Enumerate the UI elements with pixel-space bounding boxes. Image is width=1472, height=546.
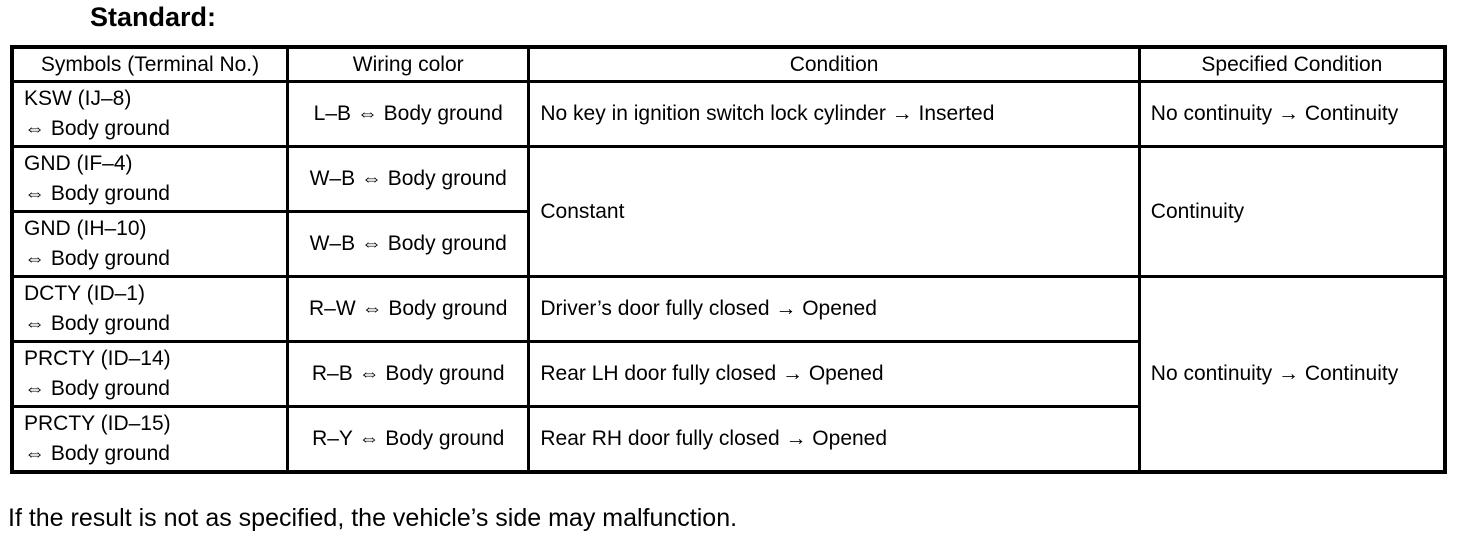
- terminal-ref: ⇔ Body ground: [24, 441, 170, 465]
- terminal-label: GND (IH–10): [24, 217, 147, 240]
- table-row-ksw: KSW (IJ–8) ⇔ Body ground L–B ⇔ Body grou…: [10, 80, 1447, 148]
- condition-cell: No key in ignition switch lock cylinder …: [527, 80, 1141, 148]
- wiring-color-cell: L–B ⇔ Body ground: [286, 80, 531, 148]
- result-note: If the result is not as specified, the v…: [8, 504, 738, 532]
- standard-heading: Standard:: [90, 2, 217, 32]
- header-condition: Condition: [527, 45, 1141, 83]
- terminal-ref: ⇔ Body ground: [24, 117, 170, 140]
- wiring-color-cell: R–B ⇔ Body ground: [286, 340, 531, 408]
- condition-cell-constant: Constant: [527, 145, 1141, 278]
- terminal-label: KSW (IJ–8): [24, 87, 132, 110]
- condition-cell: Rear LH door fully closed → Opened: [527, 340, 1141, 408]
- header-wiring-color: Wiring color: [286, 45, 531, 83]
- terminal-label: PRCTY (ID–14): [24, 347, 171, 370]
- condition-cell: Driver’s door fully closed → Opened: [527, 275, 1141, 343]
- header-symbols: Symbols (Terminal No.): [10, 45, 290, 83]
- terminal-spec-table: Symbols (Terminal No.) Wiring color Cond…: [10, 45, 1447, 474]
- table-row-gnd-ih10: GND (IH–10) ⇔ Body ground W–B ⇔ Body gro…: [10, 210, 1445, 278]
- specified-condition-cell: No continuity → Continuity: [1137, 80, 1447, 148]
- table-row-prcty-id15: PRCTY (ID–15) ⇔ Body ground R–Y ⇔ Body g…: [10, 405, 1445, 473]
- symbols-cell: PRCTY (ID–15) ⇔ Body ground: [10, 405, 290, 473]
- symbols-cell: GND (IH–10) ⇔ Body ground: [10, 210, 290, 278]
- specified-condition-cell-no-continuity: No continuity → Continuity: [1137, 275, 1447, 473]
- symbols-cell: PRCTY (ID–14) ⇔ Body ground: [10, 340, 290, 408]
- symbols-cell: KSW (IJ–8) ⇔ Body ground: [10, 80, 290, 148]
- terminal-label: DCTY (ID–1): [24, 282, 145, 305]
- wiring-color-cell: W–B ⇔ Body ground: [286, 145, 531, 213]
- terminal-ref: ⇔ Body ground: [24, 182, 170, 205]
- wiring-color-cell: R–W ⇔ Body ground: [286, 275, 531, 343]
- wiring-color-cell: W–B ⇔ Body ground: [286, 210, 531, 278]
- condition-cell: Rear RH door fully closed → Opened: [527, 405, 1141, 473]
- terminal-ref: ⇔ Body ground: [24, 247, 170, 270]
- symbols-cell: DCTY (ID–1) ⇔ Body ground: [10, 275, 290, 343]
- terminal-label: GND (IF–4): [24, 152, 133, 175]
- table-row-dcty: DCTY (ID–1) ⇔ Body ground R–W ⇔ Body gro…: [10, 275, 1447, 473]
- table-header-row: Symbols (Terminal No.) Wiring color Cond…: [10, 45, 1447, 83]
- header-specified-condition: Specified Condition: [1137, 45, 1447, 83]
- terminal-ref: ⇔ Body ground: [24, 312, 170, 335]
- specified-condition-cell-continuity: Continuity: [1137, 145, 1447, 278]
- symbols-cell: GND (IF–4) ⇔ Body ground: [10, 145, 290, 213]
- terminal-label: PRCTY (ID–15): [24, 411, 171, 435]
- table-row-gnd-if4: GND (IF–4) ⇔ Body ground W–B ⇔ Body grou…: [10, 145, 1447, 278]
- terminal-ref: ⇔ Body ground: [24, 377, 170, 400]
- table-row-prcty-id14: PRCTY (ID–14) ⇔ Body ground R–B ⇔ Body g…: [10, 340, 1445, 408]
- wiring-color-cell: R–Y ⇔ Body ground: [286, 405, 531, 473]
